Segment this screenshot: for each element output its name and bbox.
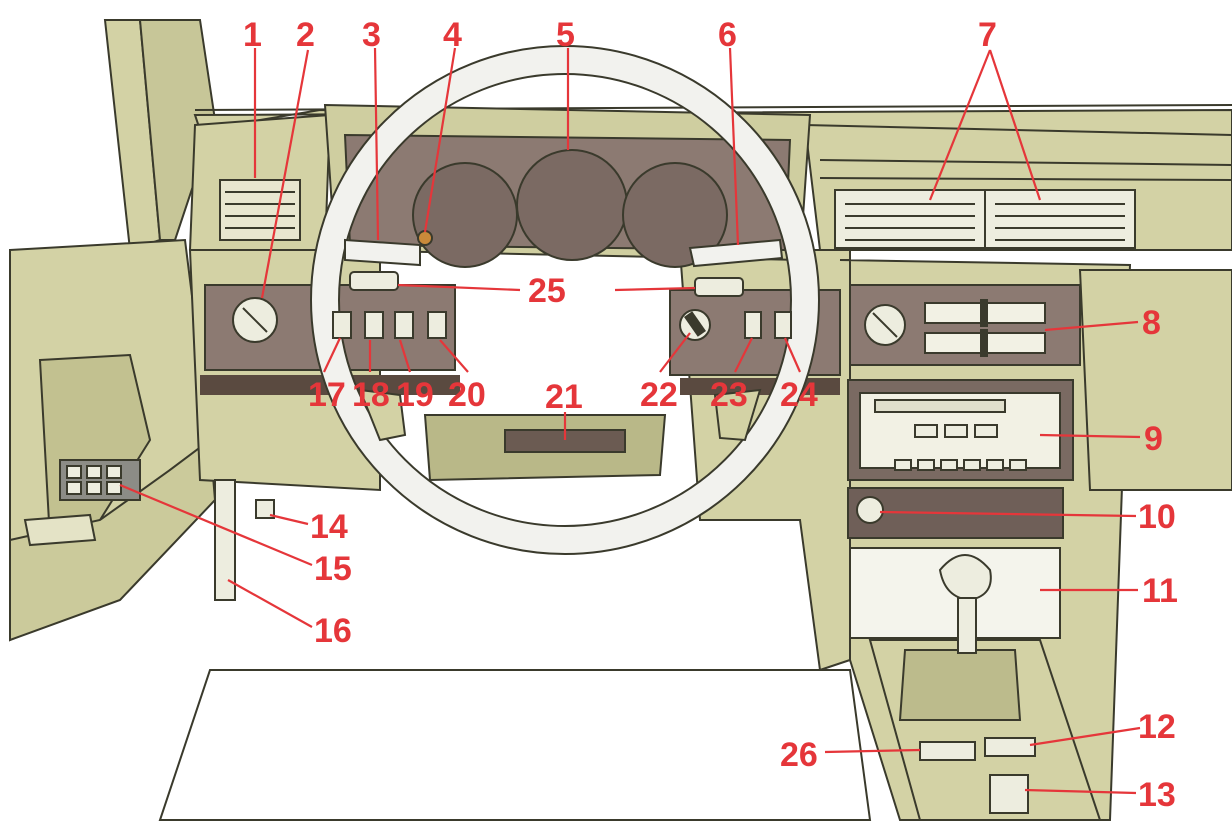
rocker-switch-17 [333, 312, 351, 338]
callout-6: 6 [718, 16, 737, 54]
callout-25: 25 [528, 272, 566, 310]
callout-17: 17 [308, 376, 346, 414]
callout-9: 9 [1144, 420, 1163, 458]
gear-lever-shaft [958, 598, 976, 653]
callout-21: 21 [545, 378, 583, 416]
callout-12: 12 [1138, 708, 1176, 746]
gauge-center [517, 150, 627, 260]
callout-20: 20 [448, 376, 486, 414]
callout-3: 3 [362, 16, 381, 54]
callout-7: 7 [978, 16, 997, 54]
rocker-switch-19 [395, 312, 413, 338]
callout-10: 10 [1138, 498, 1176, 536]
handbrake-handle [990, 775, 1028, 813]
callout-8: 8 [1142, 304, 1161, 342]
console-switch-26 [920, 742, 975, 760]
rocker-switch-18 [365, 312, 383, 338]
callout-16: 16 [314, 612, 352, 650]
stalk-button-left [350, 272, 398, 290]
callout-4: 4 [443, 16, 462, 54]
callout-22: 22 [640, 376, 678, 414]
climate-slider-knob-bottom [980, 329, 988, 357]
cigarette-lighter [857, 497, 883, 523]
rocker-switch-24 [775, 312, 791, 338]
callout-18: 18 [352, 376, 390, 414]
callout-24: 24 [780, 376, 818, 414]
radio-cassette-slot [875, 400, 1005, 412]
stalk-button-right [695, 278, 743, 296]
callout-5: 5 [556, 16, 575, 54]
climate-slider-knob-top [980, 299, 988, 327]
shifter-boot [900, 650, 1020, 720]
callout-2: 2 [296, 16, 315, 54]
callout-14: 14 [310, 508, 348, 546]
steering-spoke-left [345, 240, 420, 265]
callout-1: 1 [243, 16, 262, 54]
callout-15: 15 [314, 550, 352, 588]
warning-indicator [418, 231, 432, 245]
console-switch-12 [985, 738, 1035, 756]
rocker-switch-20 [428, 312, 446, 338]
door-pocket [25, 515, 95, 545]
callout-26: 26 [780, 736, 818, 774]
rocker-switch-23 [745, 312, 761, 338]
callout-13: 13 [1138, 776, 1176, 814]
callout-19: 19 [396, 376, 434, 414]
seat-cushion [160, 670, 870, 820]
callout-11: 11 [1142, 572, 1178, 610]
callout-23: 23 [710, 376, 748, 414]
left-air-vent [220, 180, 300, 240]
